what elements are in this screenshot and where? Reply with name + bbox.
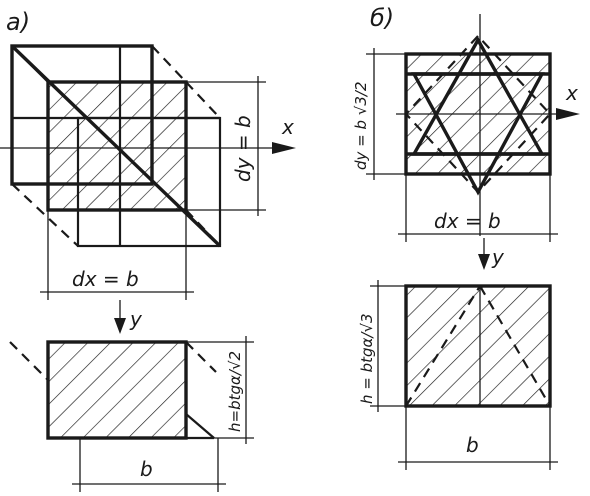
panel-b-triangle-up: [411, 36, 545, 156]
panel-b-label: б): [370, 4, 394, 32]
panel-b-section-dashed: [405, 285, 481, 407]
panel-a-section-rect: [46, 340, 188, 440]
panel-b-b-label: b: [466, 433, 479, 457]
panel-a-dashed-edge: [11, 183, 79, 247]
panel-a-y-arrow: [114, 318, 126, 334]
panel-a-section-edge: [185, 413, 215, 439]
panel-a-dashed-edge: [151, 45, 187, 83]
panel-b-dx-label: dx = b: [434, 209, 501, 233]
panel-a-label: а): [6, 8, 30, 36]
panel-a-y-label: y: [129, 307, 143, 331]
panel-a-x-label: x: [281, 115, 294, 139]
panel-a-dashed-edge: [185, 81, 221, 119]
panel-a-section-dashed: [185, 341, 217, 373]
panel-b: б) x dy = b √3/2 dx = b y: [352, 4, 580, 470]
panel-b-section-hatch: [406, 286, 550, 406]
panel-b-y-label: y: [491, 245, 505, 269]
panel-a: а) x dy = b dx = b: [0, 8, 296, 492]
panel-b-y-arrow: [478, 254, 490, 270]
panel-a-h-label: h=btgα/√2: [226, 351, 244, 432]
panel-a-back-square: [10, 44, 154, 186]
panel-b-x-label: x: [565, 81, 578, 105]
panel-b-x-arrow: [556, 108, 580, 120]
panel-a-front-square: [46, 80, 188, 212]
panel-a-b-label: b: [140, 457, 153, 481]
panel-a-diagonal: [11, 45, 49, 83]
panel-b-dashed-rhombus: [404, 34, 552, 194]
panel-a-section-hatch: [48, 342, 186, 438]
panel-a-dashed-edge: [185, 209, 221, 247]
panel-a-x-arrow: [272, 142, 296, 154]
panel-a-dx-label: dx = b: [72, 267, 139, 291]
panel-b-h-label: h = btgα/√3: [358, 313, 376, 404]
panel-a-dy-label: dy = b: [231, 115, 255, 182]
panel-b-dy-label: dy = b √3/2: [352, 82, 370, 171]
panel-b-section-dashed: [479, 285, 551, 407]
panel-b-triangle-down: [411, 72, 545, 196]
panel-b-section-rect: [404, 284, 552, 408]
panel-a-section-dashed: [9, 341, 49, 381]
